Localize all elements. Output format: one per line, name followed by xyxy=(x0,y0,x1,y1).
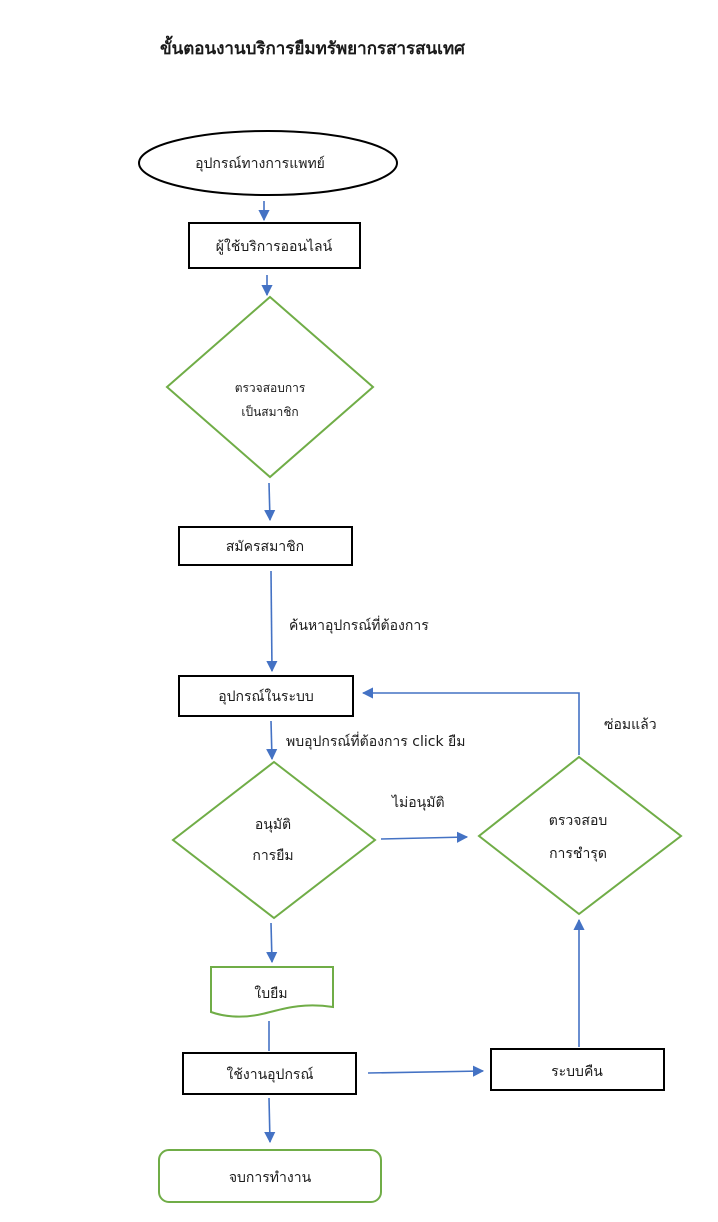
check-damage-line1: ตรวจสอบ xyxy=(549,813,608,829)
arrow-approve-to-check-damage xyxy=(380,831,469,843)
arrow-use-to-return xyxy=(367,1065,485,1077)
equipment-in-system-label: อุปกรณ์ในระบบ xyxy=(218,688,314,705)
diagram-title: ขั้นตอนงานบริการยืมทรัพยากรสารสนเทศ xyxy=(160,35,466,59)
end-node-label: จบการทำงาน xyxy=(229,1170,312,1186)
check-membership-decision: ตรวจสอบการ เป็นสมาชิก xyxy=(165,295,375,479)
approve-decision: อนุมัติ การยืม xyxy=(171,760,377,920)
register-label: สมัครสมาชิก xyxy=(226,539,304,555)
use-equipment-label: ใช้งานอุปกรณ์ xyxy=(227,1066,314,1083)
approve-line1: อนุมัติ xyxy=(255,817,291,833)
equipment-in-system-box: อุปกรณ์ในระบบ xyxy=(178,675,354,717)
connectors xyxy=(258,201,585,1144)
edge-label-repaired: ซ่อมแล้ว xyxy=(604,717,657,733)
end-node: จบการทำงาน xyxy=(158,1149,382,1203)
start-node: อุปกรณ์ทางการแพทย์ xyxy=(138,130,398,196)
online-users-label: ผู้ใช้บริการออนไลน์ xyxy=(216,238,333,255)
check-damage-line2: การชำรุด xyxy=(549,846,607,862)
arrow-equipment-to-approve xyxy=(266,720,278,761)
return-system-label: ระบบคืน xyxy=(551,1064,603,1080)
start-node-label: อุปกรณ์ทางการแพทย์ xyxy=(195,155,325,172)
arrow-approve-to-slip xyxy=(266,922,278,964)
borrow-slip-label: ใบยืม xyxy=(254,985,287,1002)
arrow-repaired-to-equipment xyxy=(361,687,580,755)
check-membership-line2: เป็นสมาชิก xyxy=(241,404,298,419)
edge-label-search: ค้นหาอุปกรณ์ที่ต้องการ xyxy=(289,616,429,634)
approve-line2: การยืม xyxy=(252,848,293,864)
online-users-box: ผู้ใช้บริการออนไลน์ xyxy=(188,222,361,269)
use-equipment-box: ใช้งานอุปกรณ์ xyxy=(182,1052,357,1095)
arrow-use-to-end xyxy=(264,1097,276,1144)
borrow-slip-document: ใบยืม xyxy=(210,966,334,1018)
check-membership-line1: ตรวจสอบการ xyxy=(235,381,306,395)
register-box: สมัครสมาชิก xyxy=(178,526,353,566)
check-damage-decision: ตรวจสอบ การชำรุด xyxy=(477,755,683,916)
edge-label-found-click: พบอุปกรณ์ที่ต้องการ click ยืม xyxy=(286,732,465,750)
arrow-register-to-equipment xyxy=(266,570,278,673)
arrow-check-to-register xyxy=(264,482,276,522)
edge-label-not-approved: ไม่อนุมัติ xyxy=(391,794,445,811)
return-system-box: ระบบคืน xyxy=(490,1048,665,1091)
